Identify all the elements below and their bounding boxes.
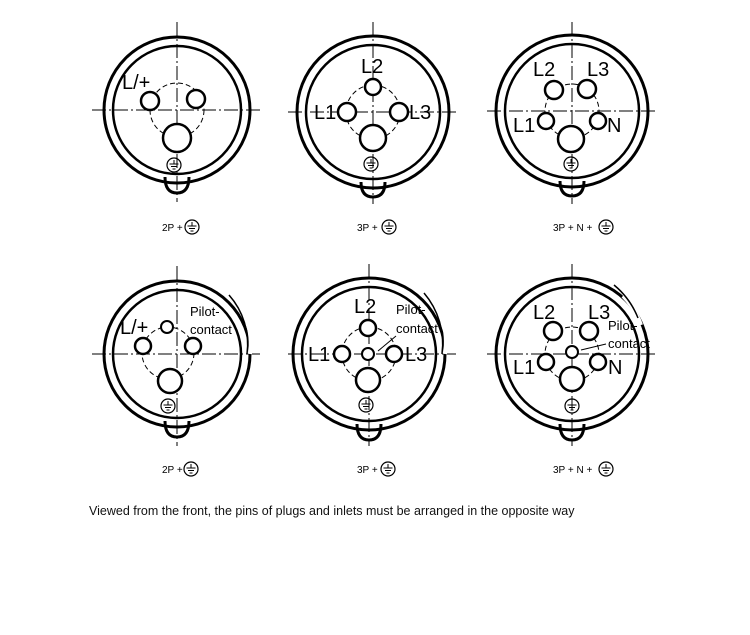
orientation-note: Viewed from the front, the pins of plugs…: [89, 504, 575, 518]
pin-label: L3: [409, 102, 431, 124]
earth-ground-icon: [380, 461, 396, 477]
pin-label: L1: [308, 344, 330, 366]
pilot-contact-label: contact: [396, 321, 438, 336]
pilot-contact-label: contact: [190, 322, 232, 337]
diagram-caption: 2P +: [162, 465, 183, 476]
diagram-2p-earth-pilot: L/+ Pilot- contact 2P +: [92, 266, 262, 477]
earth-ground-icon: [563, 156, 579, 172]
pilot-contact-label: contact: [608, 336, 650, 351]
earth-ground-icon: [363, 156, 379, 172]
pin-label: N: [607, 115, 621, 137]
earth-ground-icon: [598, 219, 614, 235]
pin-label: N: [608, 357, 622, 379]
pin-label: L2: [533, 59, 555, 81]
pin-label: L3: [405, 344, 427, 366]
diagram-caption: 2P +: [162, 223, 183, 234]
pin-label: L1: [314, 102, 336, 124]
pilot-contact-label: Pilot-: [190, 304, 220, 319]
pin-label: L1: [513, 357, 535, 379]
diagram-3p-n-earth: L2 L3 L1 N 3P + N +: [487, 22, 657, 235]
earth-ground-icon: [358, 397, 374, 413]
pin-label: L1: [513, 115, 535, 137]
diagram-caption: 3P +: [357, 465, 378, 476]
diagram-caption: 3P + N +: [553, 465, 592, 476]
pin-label: L3: [587, 59, 609, 81]
diagram-caption: 3P +: [357, 223, 378, 234]
earth-ground-icon: [381, 219, 397, 235]
earth-ground-icon: [160, 398, 176, 414]
diagram-3p-n-earth-pilot: L2 L3 L1 N Pilot- contact 3P + N +: [487, 264, 657, 477]
diagram-caption: 3P + N +: [553, 223, 592, 234]
pin-label: L3: [588, 302, 610, 324]
pin-label: L2: [533, 302, 555, 324]
earth-ground-icon: [598, 461, 614, 477]
earth-ground-icon: [166, 157, 182, 173]
diagram-3p-earth-pilot: L2 L1 L3 Pilot- contact 3P +: [288, 264, 458, 477]
pilot-contact-label: Pilot-: [396, 302, 426, 317]
diagram-3p-earth: L2 L1 L3 3P +: [288, 22, 458, 235]
pin-label: L2: [354, 296, 376, 318]
earth-ground-icon: [184, 219, 200, 235]
pilot-contact-label: Pilot-: [608, 318, 638, 333]
pin-label: L/+: [122, 72, 150, 94]
diagram-2p-earth: L/+ 2P +: [92, 22, 262, 235]
pin-label: L2: [361, 56, 383, 78]
earth-ground-icon: [183, 461, 199, 477]
pin-label: L/+: [120, 317, 148, 339]
